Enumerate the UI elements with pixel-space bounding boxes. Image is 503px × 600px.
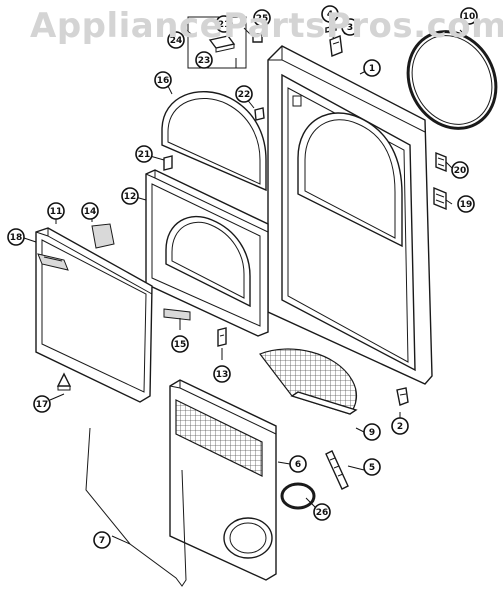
- callout-6[interactable]: 6: [289, 455, 307, 473]
- svg-text:24: 24: [170, 36, 183, 46]
- svg-text:19: 19: [460, 200, 473, 210]
- svg-text:23: 23: [198, 56, 211, 66]
- svg-text:20: 20: [454, 166, 467, 176]
- part-6-toe-panel[interactable]: [169, 379, 277, 581]
- part-20-hinge-bracket[interactable]: [435, 151, 447, 173]
- part-11-door-panel[interactable]: [35, 227, 153, 403]
- part-17-foot[interactable]: [56, 372, 72, 391]
- callout-14[interactable]: 14: [81, 202, 99, 220]
- callout-15[interactable]: 15: [171, 335, 189, 353]
- svg-text:18: 18: [10, 233, 23, 243]
- part-10-door-seal[interactable]: [391, 16, 503, 144]
- callout-24[interactable]: 24: [167, 31, 185, 49]
- part-12-inner-door-frame[interactable]: [145, 169, 269, 337]
- svg-text:26: 26: [316, 508, 329, 518]
- svg-text:9: 9: [369, 428, 375, 438]
- callout-10[interactable]: 10: [460, 7, 478, 25]
- callout-17[interactable]: 17: [33, 395, 51, 413]
- part-9-lint-filter[interactable]: [259, 348, 358, 415]
- callout-9[interactable]: 9: [363, 423, 381, 441]
- callout-22[interactable]: 22: [235, 85, 253, 103]
- callout-26[interactable]: 26: [313, 503, 331, 521]
- callout-1[interactable]: 1: [363, 59, 381, 77]
- part-1-outer-door[interactable]: [267, 45, 433, 385]
- callout-3[interactable]: 3: [341, 18, 359, 36]
- svg-text:6: 6: [295, 460, 301, 470]
- svg-text:3: 3: [347, 23, 353, 33]
- svg-text:11: 11: [50, 207, 63, 217]
- part-5-rod[interactable]: [325, 450, 349, 490]
- part-18-handle[interactable]: [37, 253, 69, 271]
- svg-text:16: 16: [157, 76, 170, 86]
- svg-text:25: 25: [256, 14, 269, 24]
- callout-5[interactable]: 5: [363, 458, 381, 476]
- svg-text:7: 7: [99, 536, 105, 546]
- svg-text:12: 12: [124, 192, 137, 202]
- callout-4[interactable]: 4: [321, 5, 339, 23]
- callout-18[interactable]: 18: [7, 228, 25, 246]
- callout-20[interactable]: 20: [451, 161, 469, 179]
- part-2-clip[interactable]: [396, 387, 409, 406]
- callout-12[interactable]: 12: [121, 187, 139, 205]
- svg-text:2: 2: [397, 422, 403, 432]
- svg-text:13: 13: [216, 370, 229, 380]
- svg-text:5: 5: [369, 463, 375, 473]
- callout-25[interactable]: 25: [253, 9, 271, 27]
- part-25-clip[interactable]: [243, 27, 263, 43]
- svg-text:10: 10: [463, 12, 476, 22]
- svg-text:4: 4: [327, 10, 333, 20]
- part-19-hinge-bracket[interactable]: [433, 186, 447, 211]
- callout-11[interactable]: 11: [47, 202, 65, 220]
- part-26-o-ring[interactable]: [280, 482, 316, 510]
- part-3-latch[interactable]: [329, 35, 343, 57]
- part-21-clip[interactable]: [163, 155, 173, 171]
- callout-2[interactable]: 2: [391, 417, 409, 435]
- part-13-bracket[interactable]: [217, 327, 227, 347]
- callout-19[interactable]: 19: [457, 195, 475, 213]
- svg-text:17: 17: [36, 400, 49, 410]
- callout-13[interactable]: 13: [213, 365, 231, 383]
- part-23-switch[interactable]: [208, 35, 236, 53]
- svg-text:21: 21: [138, 150, 151, 160]
- callout-7[interactable]: 7: [93, 531, 111, 549]
- part-15-bumper[interactable]: [163, 308, 191, 321]
- svg-text:1: 1: [369, 64, 375, 74]
- part-22-block[interactable]: [254, 107, 265, 121]
- svg-text:14: 14: [84, 207, 97, 217]
- part-14-label[interactable]: [91, 223, 115, 249]
- svg-text:21: 21: [218, 20, 231, 30]
- svg-text:15: 15: [174, 340, 187, 350]
- svg-text:22: 22: [238, 90, 251, 100]
- part-16-gasket[interactable]: [161, 90, 267, 192]
- part-7-cable[interactable]: [85, 427, 187, 587]
- callout-21[interactable]: 21: [135, 145, 153, 163]
- callout-23[interactable]: 23: [195, 51, 213, 69]
- callout-16[interactable]: 16: [154, 71, 172, 89]
- callout-21-inset[interactable]: 21: [215, 15, 233, 33]
